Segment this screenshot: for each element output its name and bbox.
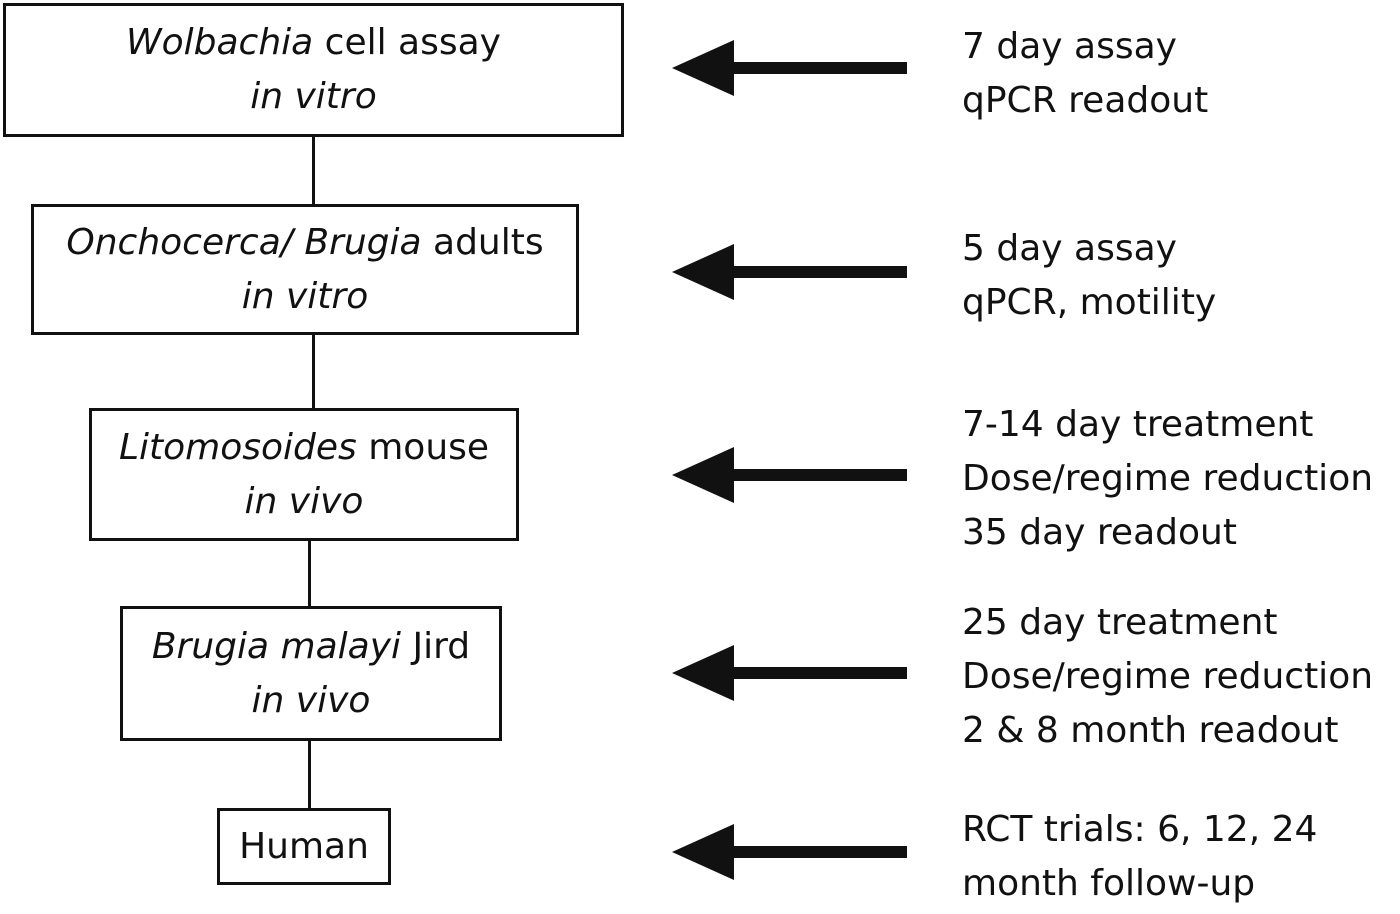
stage-subtitle: in vitro xyxy=(241,275,369,317)
readout-onchocerca: 5 day assay qPCR, motility xyxy=(962,222,1216,330)
readout-line: 2 & 8 month readout xyxy=(962,710,1339,751)
readout-line: 7-14 day treatment xyxy=(962,404,1314,445)
stage-title: Wolbachia cell assay xyxy=(126,16,501,70)
arrow-left-icon xyxy=(672,447,907,503)
readout-line: qPCR readout xyxy=(962,80,1209,121)
arrow-left-icon xyxy=(672,40,907,96)
stage-title-italic: Wolbachia xyxy=(126,22,314,63)
stage-title-italic: Onchocerca/ Brugia xyxy=(66,221,422,263)
readout-line: month follow-up xyxy=(962,863,1256,904)
connector-2-3 xyxy=(312,334,315,408)
stage-box-onchocerca: Onchocerca/ Brugia adults in vitro xyxy=(31,204,579,335)
stage-subtitle: in vivo xyxy=(244,480,364,522)
readout-line: RCT trials: 6, 12, 24 xyxy=(962,809,1318,850)
stage-box-wolbachia: Wolbachia cell assay in vitro xyxy=(3,3,624,137)
readout-line: 35 day readout xyxy=(962,512,1237,553)
stage-title: Onchocerca/ Brugia adults xyxy=(66,216,543,270)
stage-box-human: Human xyxy=(217,808,391,885)
stage-title-rest: adults xyxy=(421,221,544,263)
stage-title-italic: Brugia malayi xyxy=(151,625,402,667)
stage-title-italic: Litomosoides xyxy=(118,426,357,468)
readout-line: 7 day assay xyxy=(962,26,1177,67)
stage-title-rest: Jird xyxy=(401,625,471,667)
stage-title-rest: cell assay xyxy=(313,22,501,63)
stage-title: Human xyxy=(239,820,369,874)
readout-line: Dose/regime reduction xyxy=(962,458,1374,499)
stage-box-brugia-malayi: Brugia malayi Jird in vivo xyxy=(120,606,502,741)
readout-line: Dose/regime reduction xyxy=(962,656,1374,697)
stage-title-rest: Human xyxy=(239,825,369,867)
stage-subtitle: in vivo xyxy=(251,679,371,721)
readout-wolbachia: 7 day assay qPCR readout xyxy=(962,20,1208,128)
connector-4-5 xyxy=(308,739,311,808)
readout-human: RCT trials: 6, 12, 24 month follow-up xyxy=(962,803,1317,911)
stage-title-rest: mouse xyxy=(356,426,490,468)
arrow-left-icon xyxy=(672,244,907,300)
readout-line: 5 day assay xyxy=(962,228,1177,269)
arrow-left-icon xyxy=(672,645,907,701)
readout-brugia-malayi: 25 day treatment Dose/regime reduction 2… xyxy=(962,596,1373,758)
readout-litomosoides: 7-14 day treatment Dose/regime reduction… xyxy=(962,398,1373,560)
stage-box-litomosoides: Litomosoides mouse in vivo xyxy=(89,408,519,541)
stage-title: Brugia malayi Jird xyxy=(152,620,470,674)
readout-line: qPCR, motility xyxy=(962,282,1217,323)
arrow-left-icon xyxy=(672,824,907,880)
stage-subtitle: in vitro xyxy=(250,76,377,117)
readout-line: 25 day treatment xyxy=(962,602,1278,643)
connector-1-2 xyxy=(312,136,315,204)
connector-3-4 xyxy=(308,540,311,606)
stage-title: Litomosoides mouse xyxy=(119,421,489,475)
